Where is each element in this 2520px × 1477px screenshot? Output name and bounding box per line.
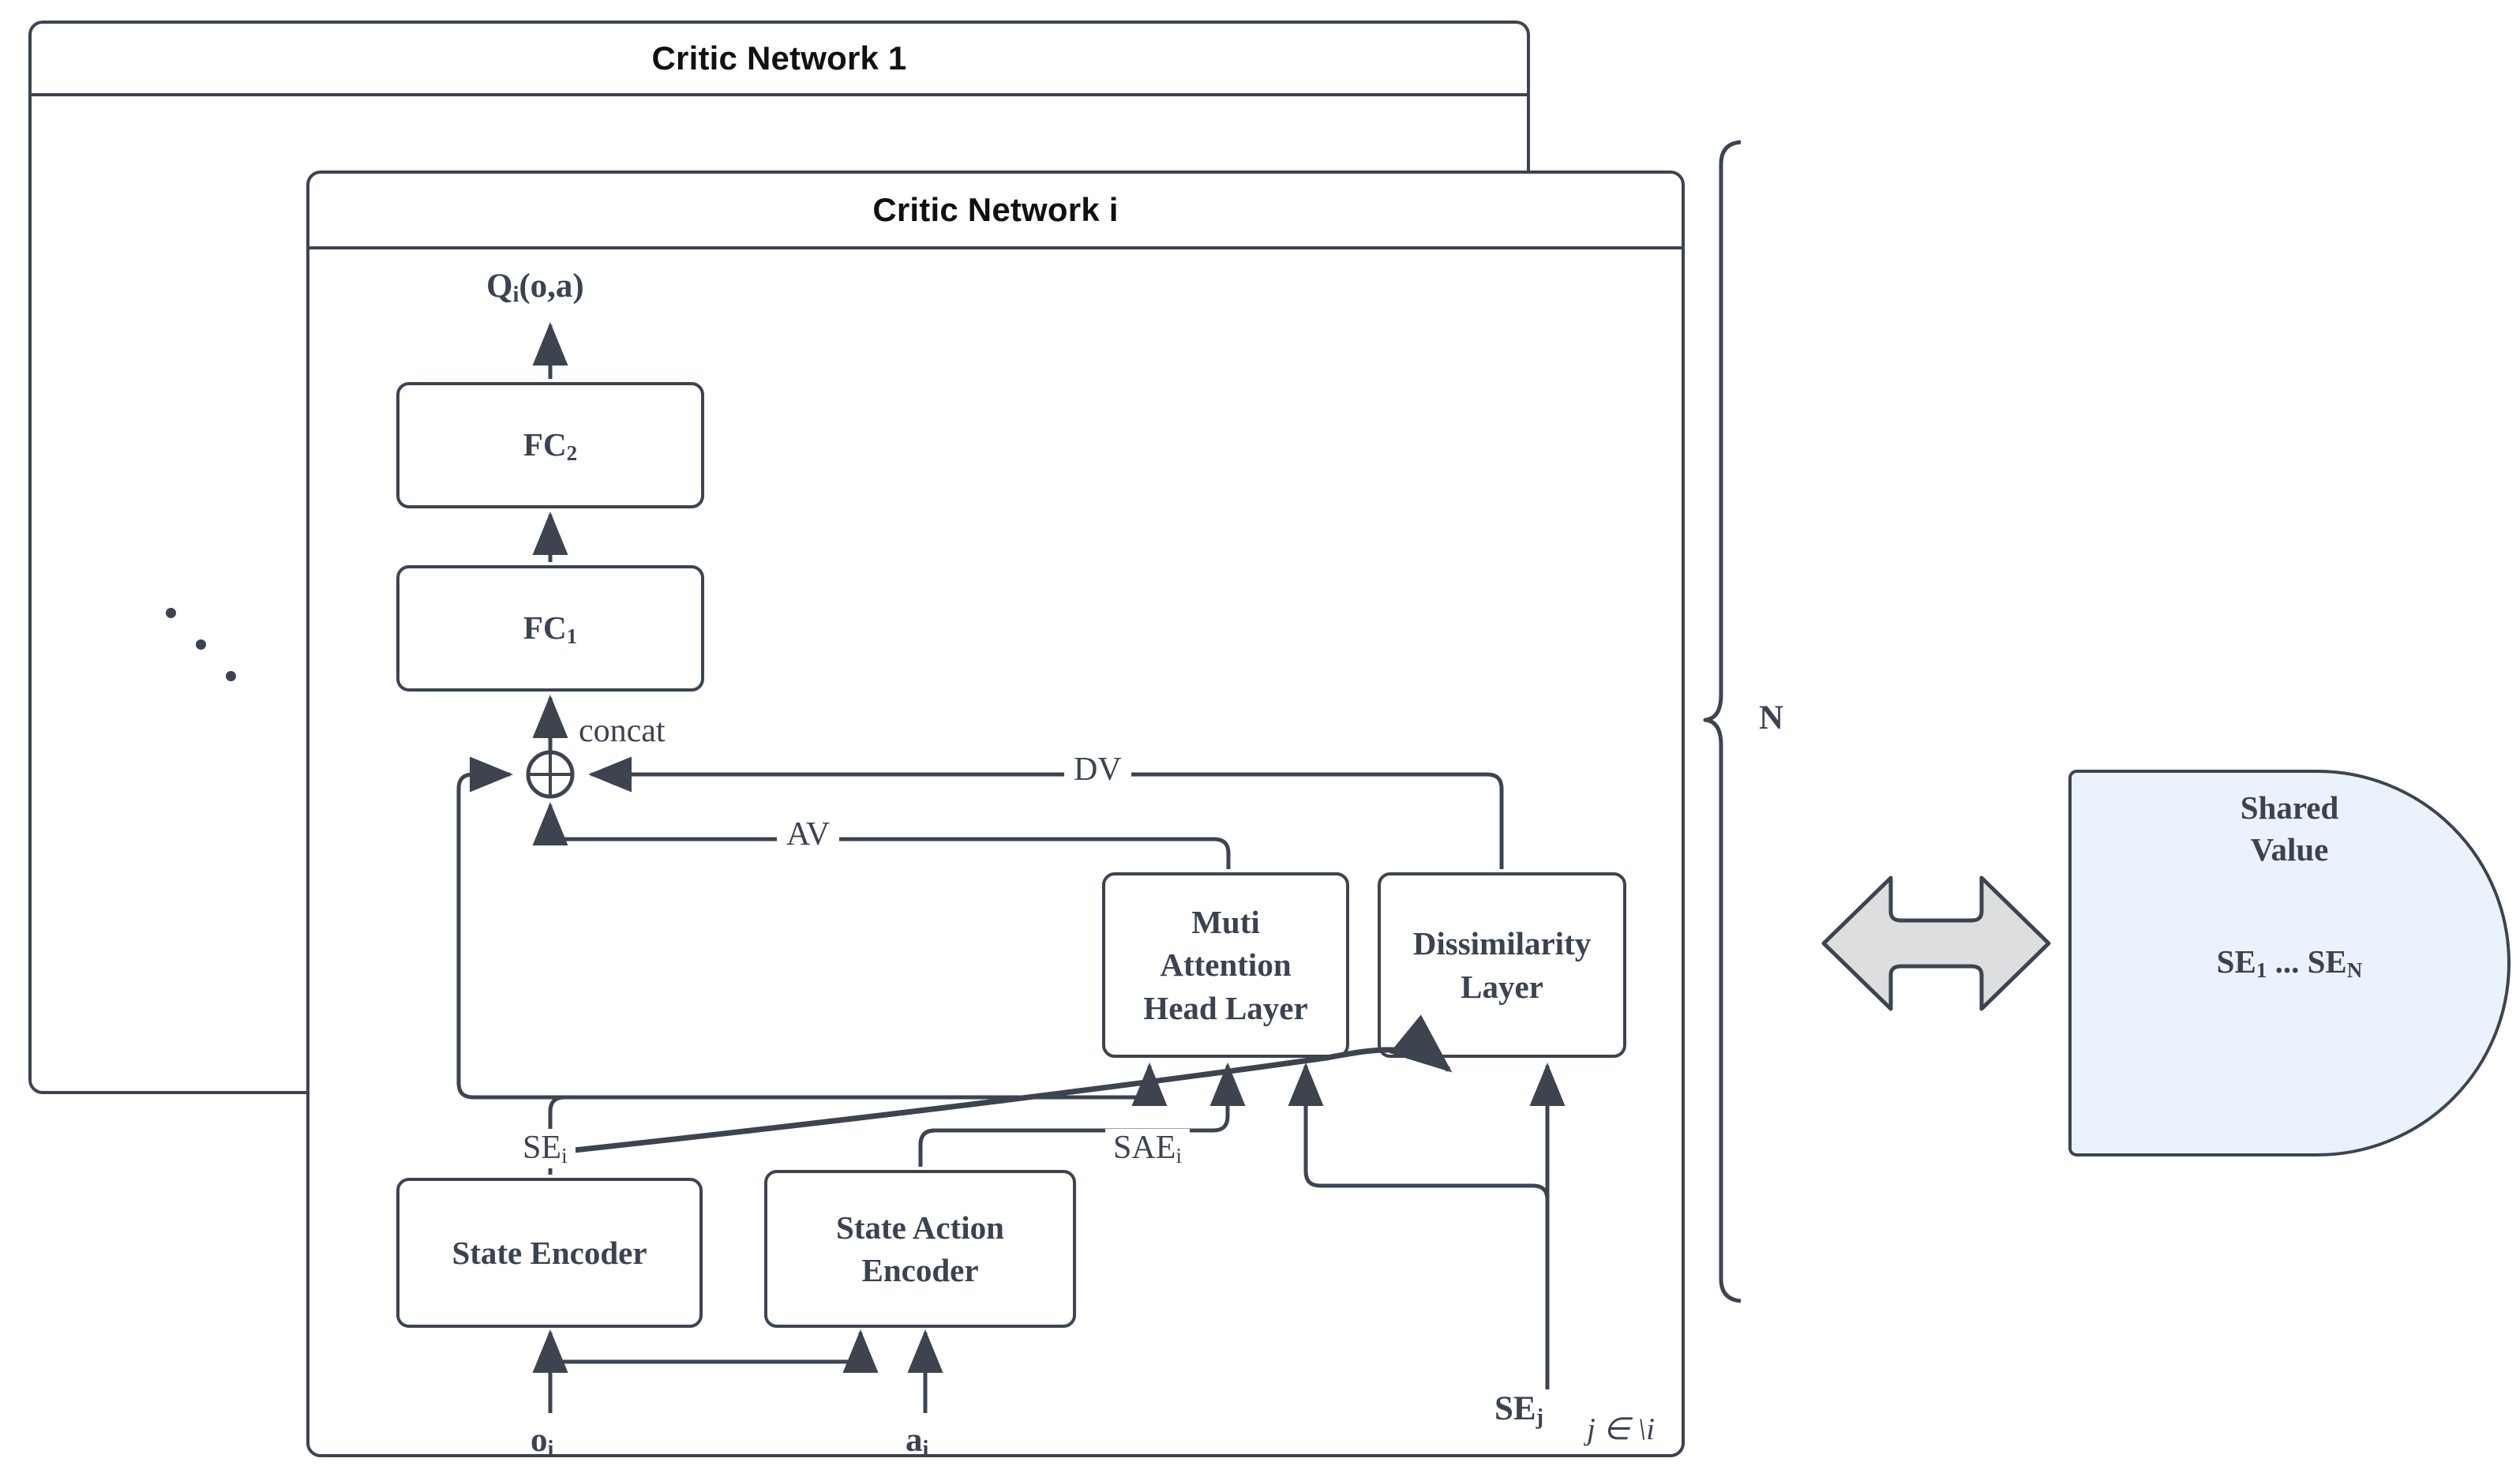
shared-value-store[interactable]: Shared Value SE1 ... SEN [2068, 770, 2511, 1156]
node-state-encoder-label: State Encoder [452, 1234, 647, 1271]
node-fc1-sub: 1 [566, 624, 578, 648]
connector-o-i-to-state-action-encoder [550, 1329, 879, 1373]
node-attention-line1: Muti [1191, 904, 1260, 941]
shared-value-contents: SE1 ... SEN [2072, 943, 2507, 983]
node-fc1-label: FC [523, 609, 567, 646]
concat-cross [528, 752, 572, 797]
label-j-set: j ∈ \i [1587, 1412, 1655, 1446]
node-attention-line3: Head Layer [1143, 989, 1308, 1026]
label-se-i: SEi [515, 1129, 576, 1169]
connector-se-i-to-concat [456, 756, 588, 1100]
shared-value-sub1: 1 [2256, 958, 2267, 982]
label-sae-i: SAEi [1105, 1129, 1191, 1169]
bracket-n [1703, 140, 1742, 1303]
shared-value-line1: Shared [2240, 789, 2339, 826]
label-o-i-sub: i [547, 1437, 554, 1462]
panel-critic-network-1-header: Critic Network 1 [32, 24, 1527, 96]
ellipsis-dot-2 [196, 639, 206, 650]
node-state-action-encoder-line1: State Action [836, 1209, 1004, 1246]
label-sae-i-sub: i [1176, 1143, 1183, 1168]
node-state-action-encoder-line2: Encoder [861, 1252, 979, 1288]
label-se-i-sub: i [561, 1143, 568, 1168]
connector-state-encoder-to-se-i-bus [548, 1095, 591, 1175]
shared-value-sub2: N [2346, 958, 2363, 982]
label-n-bracket: N [1759, 699, 1784, 737]
shared-value-mid: ... SE [2267, 943, 2347, 980]
panel-critic-network-1-title: Critic Network 1 [651, 39, 907, 77]
panel-critic-network-i-header: Critic Network i [309, 174, 1682, 249]
panel-critic-network-i-title: Critic Network i [872, 191, 1119, 228]
label-sae-i-text: SAE [1113, 1130, 1176, 1166]
node-state-encoder[interactable]: State Encoder [396, 1178, 703, 1328]
label-a-i: ai [906, 1421, 928, 1462]
node-fc1[interactable]: FC1 [396, 565, 704, 692]
label-q-output-sub: i [512, 283, 519, 308]
connector-av-to-concat [532, 801, 1231, 869]
node-fc2[interactable]: FC2 [396, 382, 704, 508]
ellipsis-dot-3 [226, 671, 236, 681]
node-dissimilarity-line2: Layer [1461, 968, 1543, 1005]
node-attention-line2: Attention [1160, 947, 1292, 984]
label-o-i: oi [531, 1421, 553, 1462]
label-a-i-sub: i [922, 1437, 929, 1462]
node-dissimilarity-line1: Dissimilarity [1412, 925, 1592, 962]
label-q-output-tail: (o,a) [519, 268, 584, 305]
node-fc2-label: FC [523, 425, 567, 463]
connector-state-action-encoder-to-sae-i-bus [918, 1128, 1023, 1167]
label-se-j-text: SE [1494, 1390, 1536, 1427]
node-fc2-sub: 2 [566, 440, 578, 465]
label-av: AV [777, 815, 840, 853]
label-q-output: Qi(o,a) [486, 267, 584, 308]
label-a-i-text: a [906, 1422, 923, 1459]
ellipsis-dot-1 [166, 608, 176, 618]
shared-value-line2: Value [2250, 831, 2329, 868]
connector-se-i-curve-to-dissimilarity [552, 1014, 1453, 1156]
label-dv: DV [1064, 751, 1131, 789]
label-q-output-text: Q [486, 268, 513, 305]
label-o-i-text: o [531, 1422, 548, 1459]
label-se-j-sub: j [1536, 1405, 1544, 1430]
node-multi-attention-head-layer[interactable]: Muti Attention Head Layer [1102, 872, 1349, 1058]
ellipsis-dots [158, 608, 261, 710]
connector-dv-to-concat [587, 756, 1504, 869]
connector-se-j-to-attention [1288, 1062, 1550, 1389]
double-arrow-exchange [1821, 875, 2051, 1011]
label-se-j: SEj [1494, 1389, 1543, 1430]
label-concat: concat [579, 713, 666, 749]
shared-value-title: Shared Value [2072, 787, 2507, 872]
node-state-action-encoder[interactable]: State Action Encoder [764, 1170, 1076, 1328]
shared-value-prefix: SE [2216, 943, 2256, 980]
label-se-i-text: SE [523, 1130, 562, 1166]
